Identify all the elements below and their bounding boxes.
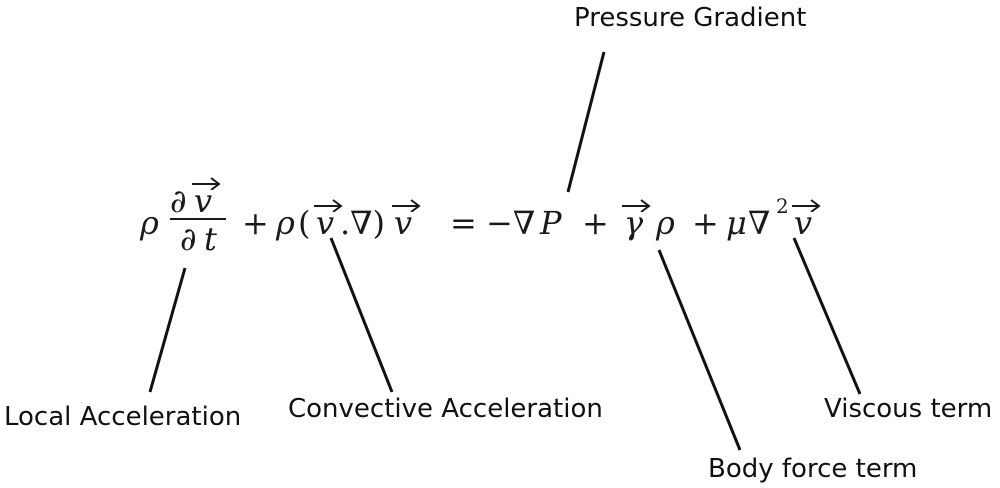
rho-symbol: ρ [140, 204, 159, 242]
time-symbol: t [204, 220, 217, 258]
left-paren: ( [298, 204, 311, 242]
leader-line-local-acceleration [148, 267, 187, 393]
partial-symbol: ∂ [180, 220, 197, 258]
convective-acceleration-label: Convective Acceleration [288, 394, 603, 424]
nabla-symbol: ∇ [748, 204, 771, 242]
superscript-two: 2 [776, 194, 789, 218]
velocity-symbol: v [316, 204, 335, 242]
plus-sign: + [242, 204, 269, 242]
vector-arrow-icon [314, 199, 343, 212]
viscous-term-label: Viscous term [824, 394, 993, 424]
mu-symbol: μ [726, 204, 747, 242]
pressure-symbol: P [540, 204, 562, 242]
velocity-symbol: v [794, 204, 813, 242]
partial-symbol: ∂ [170, 182, 187, 220]
equals-sign: = [450, 204, 477, 242]
vector-arrow-icon [392, 199, 421, 212]
vector-arrow-icon [192, 177, 221, 190]
dot-nabla-paren: .∇) [340, 204, 385, 242]
gamma-symbol: γ [624, 204, 644, 242]
plus-sign: + [692, 204, 719, 242]
fraction-bar [170, 218, 226, 220]
leader-line-body-force-term [657, 249, 742, 451]
rho-symbol: ρ [276, 204, 295, 242]
leader-line-viscous-term [792, 237, 862, 395]
leader-line-pressure-gradient [566, 51, 606, 193]
minus-nabla: −∇ [486, 204, 536, 242]
pressure-gradient-label: Pressure Gradient [574, 3, 807, 33]
vector-arrow-icon [792, 199, 821, 212]
plus-sign: + [582, 204, 609, 242]
local-acceleration-label: Local Acceleration [4, 402, 242, 432]
vector-arrow-icon [622, 199, 651, 212]
body-force-term-label: Body force term [708, 454, 918, 484]
leader-line-convective-acceleration [329, 237, 394, 393]
velocity-symbol: v [194, 182, 213, 220]
velocity-symbol: v [394, 204, 413, 242]
rho-symbol: ρ [656, 204, 675, 242]
